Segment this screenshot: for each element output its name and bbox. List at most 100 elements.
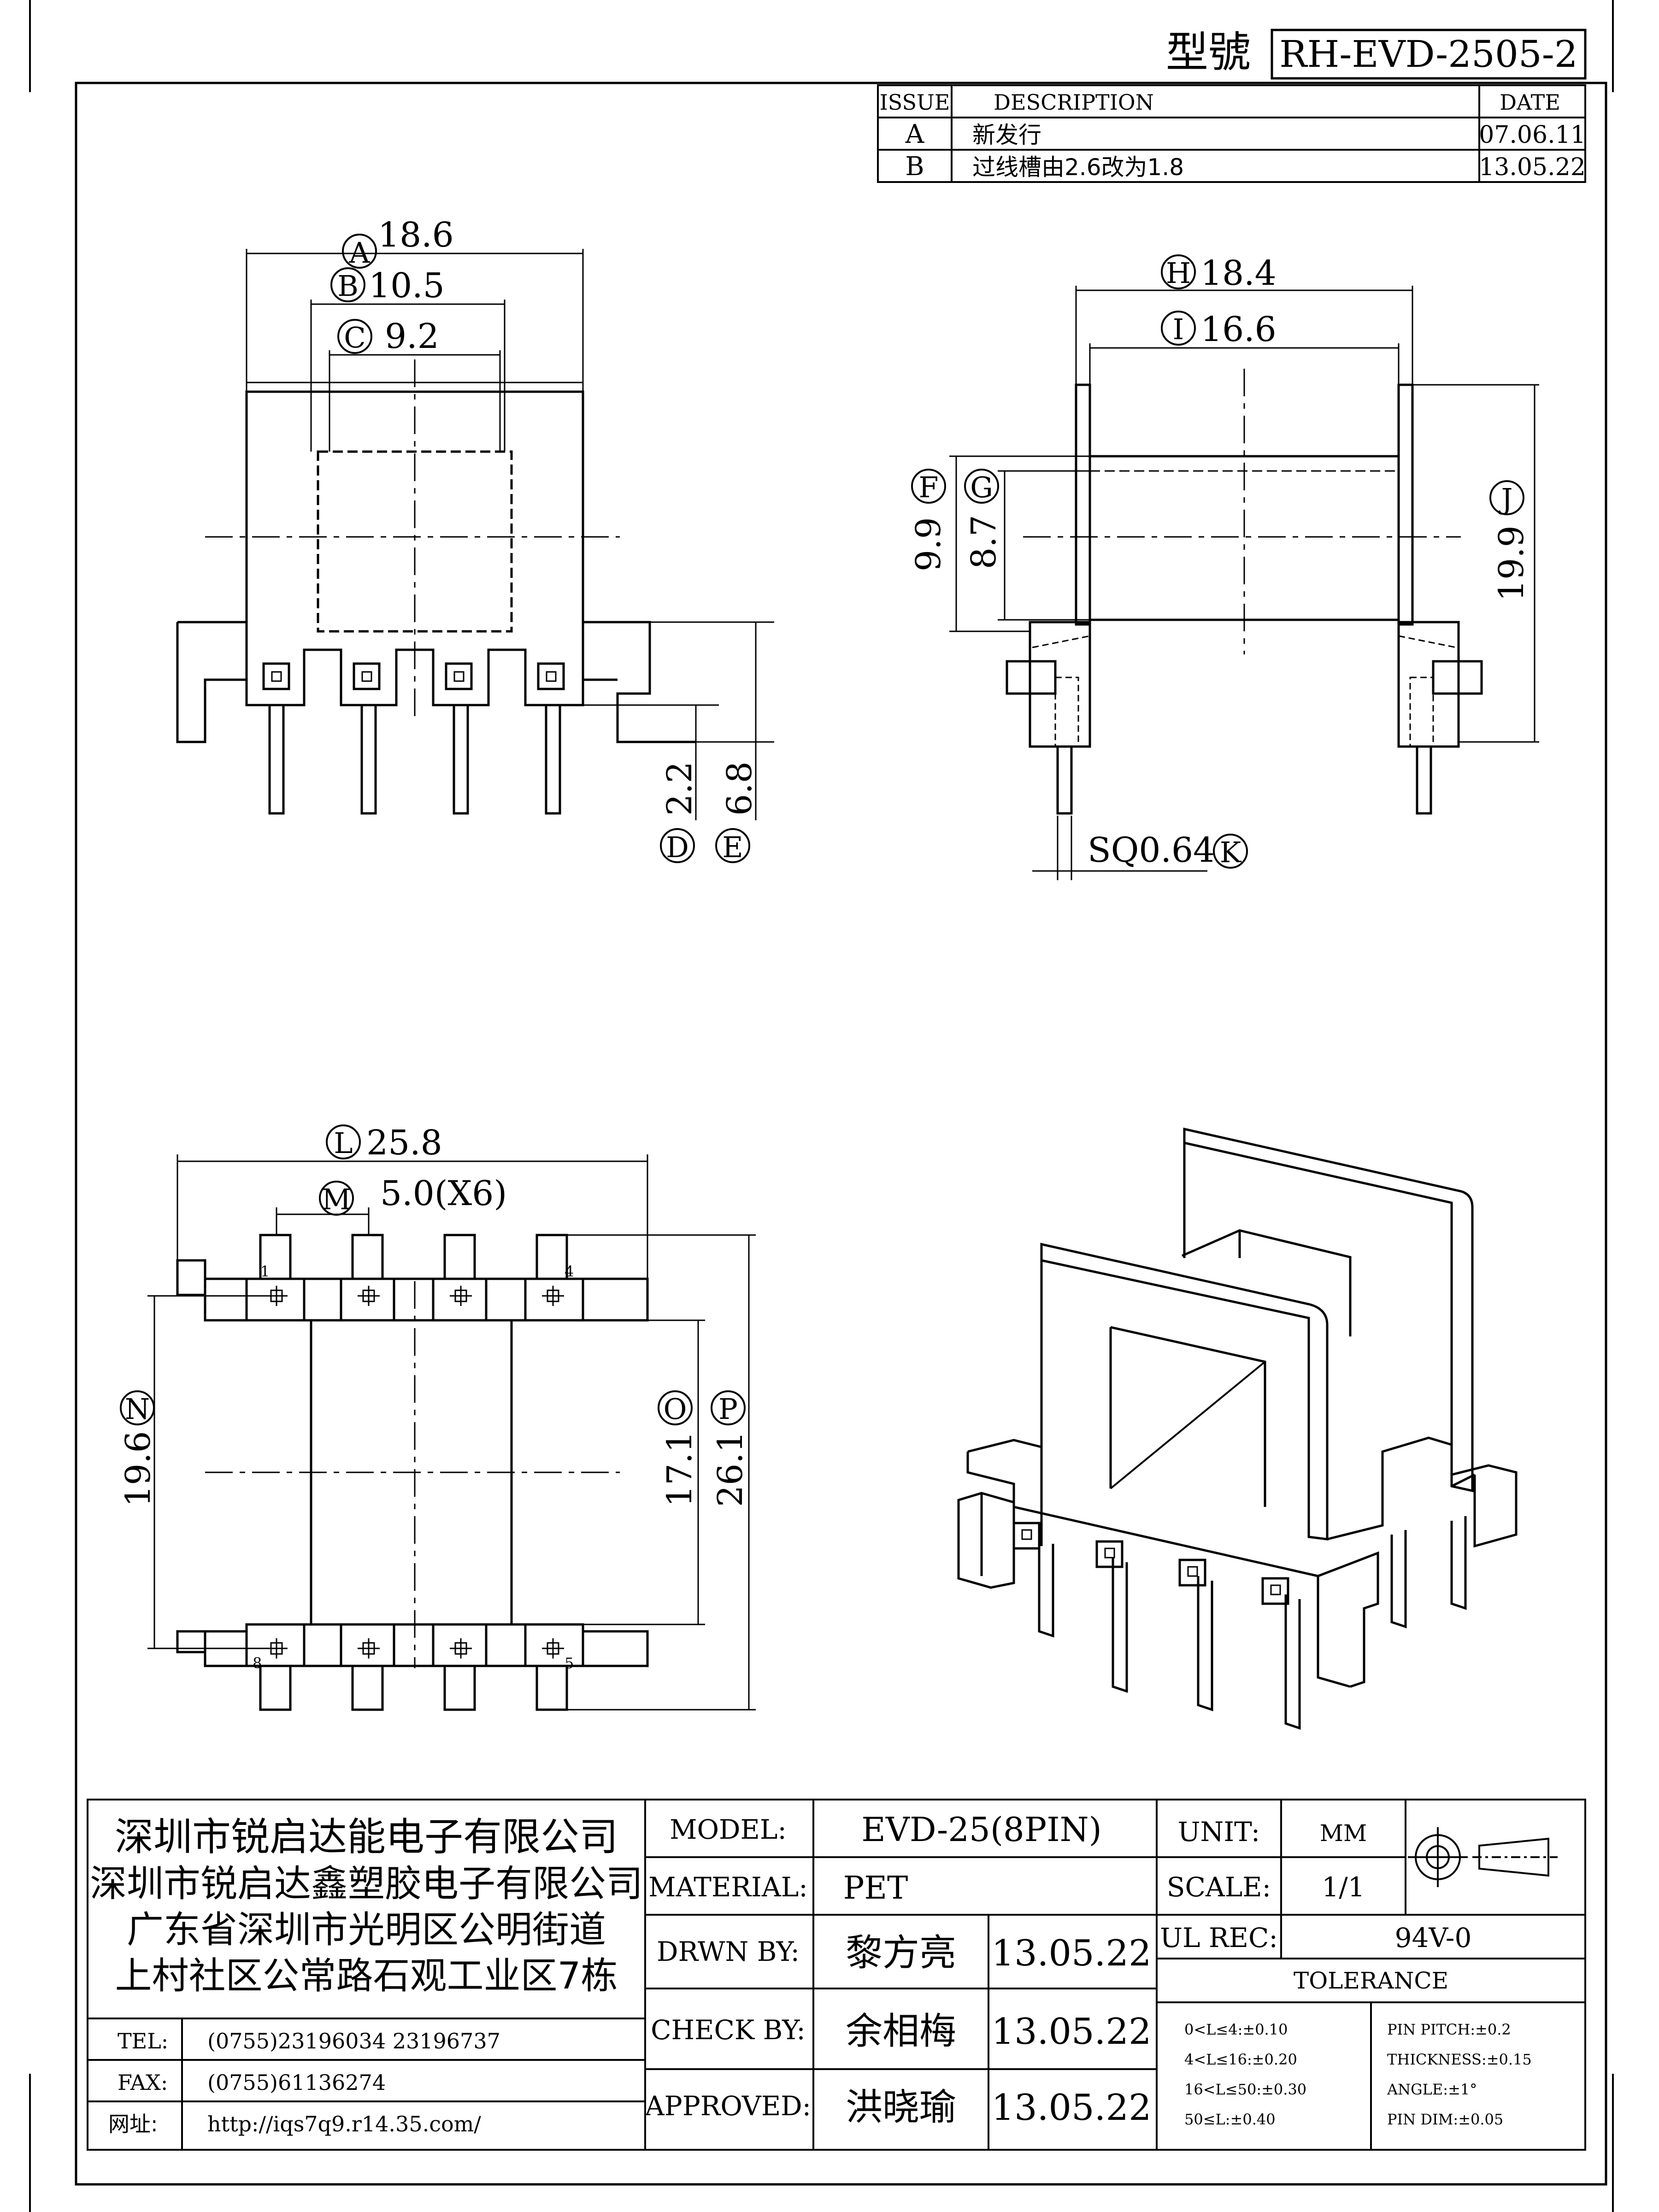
tel-value: (0755)23196034 23196737 (207, 2029, 500, 2053)
drawn-name: 黎方亮 (846, 1931, 956, 1974)
label-circle-B (330, 267, 365, 302)
label-H: H (1166, 256, 1191, 290)
label-circle-K (1213, 834, 1248, 869)
isometric-view (957, 1127, 1518, 1730)
label-K: K (1220, 835, 1242, 869)
model-value: EVD-25(8PIN) (861, 1810, 1101, 1849)
rev-col-description: DESCRIPTION (994, 90, 1154, 115)
ul-label: UL REC: (1160, 1922, 1278, 1953)
label-circle-A (342, 234, 377, 269)
pin-number-8: 8 (253, 1654, 262, 1672)
web-label: 网址: (108, 2112, 158, 2136)
tol-1: 4<L≤16:±0.20 (1184, 2051, 1297, 2068)
pin-number-4: 4 (565, 1263, 574, 1280)
title-block-frame (87, 1799, 1586, 2151)
ul-value: 94V-0 (1395, 1922, 1472, 1953)
unit-value: MM (1320, 1820, 1367, 1847)
dim-N: 19.6 (118, 1431, 158, 1507)
company-line-3: 广东省深圳市光明区公明街道 (127, 1908, 606, 1951)
tol-2: 16<L≤50:±0.30 (1184, 2081, 1306, 2098)
label-A: A (349, 236, 371, 270)
label-circle-L (326, 1124, 361, 1159)
rev-a-issue: A (905, 119, 924, 149)
material-value: PET (843, 1870, 908, 1906)
approved-label: APPROVED: (645, 2090, 811, 2122)
label-circle-N (120, 1390, 155, 1425)
dim-C: 9.2 (385, 317, 439, 356)
rev-b-description: 过线槽由2.6改为1.8 (972, 154, 1184, 181)
dim-J: 19.9 (1492, 525, 1531, 601)
bottom-view (176, 1234, 649, 1711)
pin-tol-2: ANGLE:±1° (1387, 2081, 1477, 2098)
label-L: L (334, 1126, 353, 1160)
unit-label: UNIT: (1178, 1816, 1260, 1847)
label-circle-H (1161, 254, 1196, 289)
dim-O: 17.1 (660, 1431, 700, 1507)
fax-label: FAX: (118, 2070, 168, 2095)
revision-table (877, 84, 1586, 183)
dim-F: 9.9 (909, 517, 948, 571)
label-circle-J (1489, 480, 1524, 515)
model-no: RH-EVD-2505-2 (1279, 33, 1577, 76)
pin-number-5: 5 (565, 1654, 574, 1672)
projection-symbol-icon (1408, 1827, 1558, 1887)
label-circle-P (711, 1390, 746, 1425)
label-circle-C (337, 319, 372, 354)
label-circle-I (1161, 311, 1196, 346)
model-label: MODEL: (670, 1814, 787, 1845)
model-no-box (1271, 29, 1587, 80)
label-I: I (1173, 312, 1184, 346)
label-circle-E (715, 828, 750, 863)
rev-col-date: DATE (1500, 90, 1560, 115)
dim-K: SQ0.64 (1088, 830, 1215, 870)
rev-a-date: 07.06.11 (1479, 121, 1586, 149)
pin-tol-3: PIN DIM:±0.05 (1387, 2111, 1503, 2128)
approved-date: 13.05.22 (991, 2087, 1151, 2129)
dim-G: 8.7 (964, 515, 1004, 569)
dim-E: 6.8 (720, 761, 759, 816)
company-line-2: 深圳市锐启达鑫塑胶电子有限公司 (90, 1862, 643, 1905)
label-F: F (918, 471, 938, 504)
dim-P: 26.1 (711, 1431, 750, 1507)
label-D: D (666, 830, 689, 864)
company-line-1: 深圳市锐启达能电子有限公司 (115, 1814, 618, 1859)
side-view-dimensions (949, 286, 1539, 880)
dim-H: 18.4 (1200, 253, 1277, 293)
corner-marks (29, 0, 1614, 2212)
label-N: N (125, 1392, 150, 1426)
approved-name: 洪晓瑜 (846, 2086, 956, 2129)
pin-number-1: 1 (260, 1263, 270, 1280)
dim-D: 2.2 (660, 761, 700, 816)
rev-col-issue: ISSUE (880, 90, 950, 115)
label-circle-O (658, 1390, 693, 1425)
fax-value: (0755)61136274 (207, 2070, 386, 2095)
rev-b-date: 13.05.22 (1479, 153, 1586, 181)
dim-B: 10.5 (369, 266, 445, 306)
check-name: 余相梅 (846, 2010, 956, 2053)
drawn-date: 13.05.22 (991, 1933, 1151, 1974)
label-B: B (337, 269, 359, 303)
label-E: E (722, 830, 743, 864)
label-M: M (322, 1182, 351, 1216)
label-circle-G (964, 469, 999, 504)
dim-M: 5.0(X6) (380, 1174, 507, 1213)
tel-label: TEL: (118, 2029, 168, 2053)
check-label: CHECK BY: (651, 2014, 806, 2046)
tolerance-label: TOLERANCE (1294, 1967, 1448, 1994)
label-J: J (1499, 482, 1513, 516)
label-circle-D (660, 828, 695, 863)
front-view-dimensions (246, 249, 774, 820)
label-circle-F (911, 469, 946, 504)
scale-value: 1/1 (1322, 1871, 1365, 1903)
material-label: MATERIAL: (648, 1871, 808, 1903)
tol-3: 50≤L:±0.40 (1184, 2111, 1276, 2128)
drawn-label: DRWN BY: (657, 1936, 800, 1967)
check-date: 13.05.22 (991, 2011, 1151, 2053)
dim-L: 25.8 (366, 1123, 442, 1163)
bottom-view-dimensions (147, 1154, 756, 1711)
label-G: G (970, 471, 993, 504)
web-value: http://iqs7q9.r14.35.com/ (207, 2112, 481, 2136)
label-circle-M (319, 1181, 354, 1216)
